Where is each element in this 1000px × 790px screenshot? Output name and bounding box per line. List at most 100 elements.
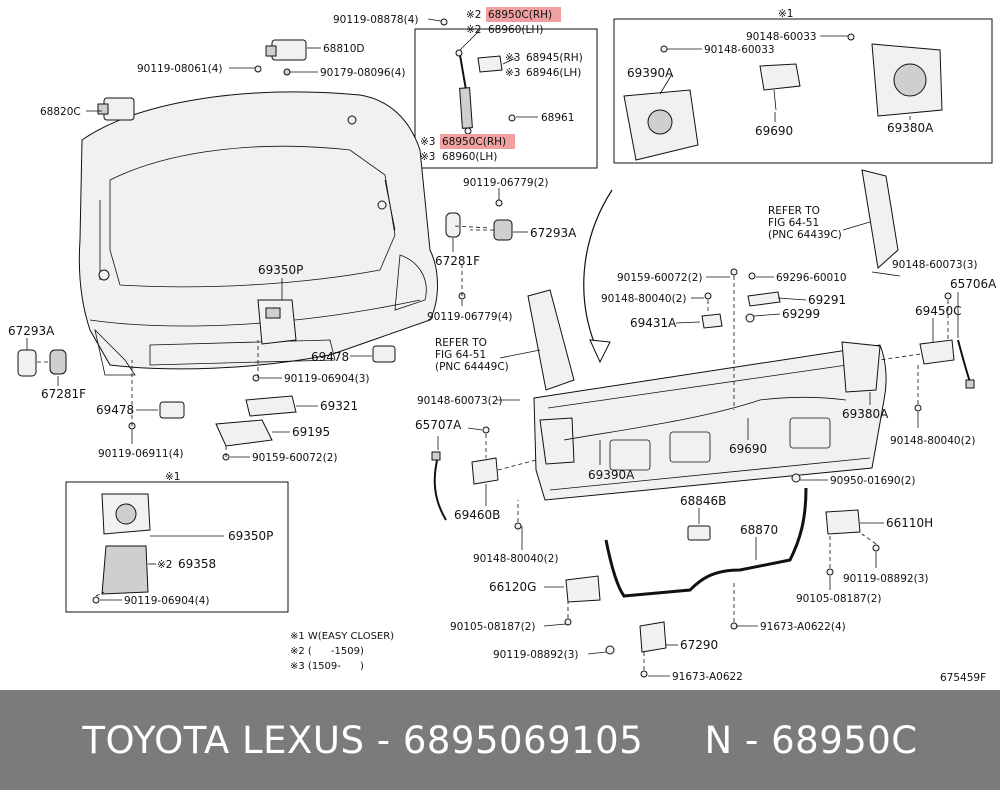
label-67293a-l: 67293A	[8, 324, 55, 338]
label-68950c-bot: 68950C(RH)	[442, 136, 506, 148]
part-number-banner: TOYOTA LEXUS - 6895069105 N - 68950C	[0, 690, 1000, 790]
label-69350p-box: 69350P	[228, 529, 273, 543]
back-door-trim	[533, 344, 887, 501]
label-90119-06779-a: 90119-06779(2)	[463, 177, 548, 189]
closer-69390a-top	[623, 89, 699, 161]
label-66110h: 66110H	[886, 516, 933, 530]
hinge-68810d	[265, 39, 307, 61]
label-69358: 69358	[178, 557, 216, 571]
label-68870: 68870	[740, 523, 778, 537]
highlight-68950c-bot	[440, 134, 515, 149]
harness-68870	[604, 487, 808, 598]
part-number: 6895069105	[402, 718, 644, 762]
trim-cover-left	[527, 289, 575, 391]
label-68950c-top: 68950C(RH)	[488, 9, 552, 21]
label-mark2-box: ※2	[157, 559, 172, 571]
label-90105-08187-a: 90105-08187(2)	[450, 621, 535, 633]
label-68810d: 68810D	[323, 43, 365, 55]
label-mark1-box: ※1	[165, 471, 180, 483]
label-mark2-b: ※2	[466, 24, 481, 36]
label-69690-mid: 69690	[729, 442, 767, 456]
stopper-67281f-left	[49, 349, 67, 375]
bracket-69321	[245, 395, 297, 417]
separator-2: -	[732, 718, 772, 762]
closer-69390a-mid	[539, 417, 575, 465]
striker-69460b	[471, 457, 499, 485]
label-refer1-a: REFER TO	[768, 205, 820, 217]
label-90148-80040-c: 90148-80040(2)	[473, 553, 558, 565]
label-90119-06779-b: 90119-06779(4)	[427, 311, 512, 323]
label-65707a: 65707A	[415, 418, 462, 432]
label-67290: 67290	[680, 638, 718, 652]
clamp-68846b	[687, 525, 711, 541]
label-69380a-mid: 69380A	[842, 407, 889, 421]
label-mark2-a: ※2	[466, 9, 481, 21]
lock-detail-box	[65, 481, 289, 613]
stopper-67281f-right	[445, 212, 461, 238]
label-69450c: 69450C	[915, 304, 962, 318]
label-69321: 69321	[320, 399, 358, 413]
label-91673-a0622-a: 91673-A0622(4)	[760, 621, 846, 633]
label-90119-08892-b: 90119-08892(3)	[493, 649, 578, 661]
cable-69690-top	[759, 63, 801, 111]
label-90159-60072-a: 90159-60072(2)	[252, 452, 337, 464]
label-67293a-r: 67293A	[530, 226, 577, 240]
label-mark1-top: ※1	[778, 8, 793, 20]
label-mark3-b: ※3	[505, 67, 520, 79]
handle-69195	[215, 419, 273, 447]
label-90148-60073-a: 90148-60073(3)	[892, 259, 977, 271]
note-mark2: ※2 ( -1509)	[290, 646, 364, 657]
label-69299: 69299	[782, 307, 820, 321]
label-68961: 68961	[541, 112, 574, 124]
switch-66120g	[565, 575, 601, 603]
note-mark3: ※3 (1509- )	[290, 661, 364, 672]
label-69291: 69291	[808, 293, 846, 307]
label-69431a: 69431A	[630, 316, 677, 330]
wire-65706a	[957, 339, 975, 389]
label-90148-60073-b: 90148-60073(2)	[417, 395, 502, 407]
trim-cover-right	[861, 169, 899, 269]
label-69380a-top: 69380A	[887, 121, 934, 135]
label-69390a-top: 69390A	[627, 66, 674, 80]
parts-diagram: 90119-08878(4) ※2 68950C(RH) ※2 68960(LH…	[8, 7, 997, 684]
label-90119-06904-b: 90119-06904(4)	[124, 595, 209, 607]
cable-69690-mid	[563, 396, 847, 441]
label-69690-top: 69690	[755, 124, 793, 138]
easy-closer-detail-box	[613, 18, 993, 164]
switch-69478-right	[372, 345, 396, 363]
leader-lines	[26, 18, 959, 677]
label-refer2-a: REFER TO	[435, 337, 487, 349]
closer-69380a-top	[871, 43, 943, 117]
label-66120g: 66120G	[489, 580, 536, 594]
label-refer2-c: (PNC 64449C)	[435, 361, 509, 373]
switch-69478-left	[159, 401, 185, 419]
label-69296: 69296-60010	[776, 272, 847, 284]
label-90119-06904-a: 90119-06904(3)	[284, 373, 369, 385]
label-68945: 68945(RH)	[526, 52, 583, 64]
n-label: N	[704, 718, 733, 762]
label-mark3-a: ※3	[505, 52, 520, 64]
label-90148-60033-a: 90148-60033	[746, 31, 817, 43]
label-69478-r: 69478	[311, 350, 349, 364]
label-68946: 68946(LH)	[526, 67, 581, 79]
strut-detail-box	[414, 28, 598, 169]
label-69195: 69195	[292, 425, 330, 439]
label-91673-a0622-b: 91673-A0622	[672, 671, 743, 683]
highlight-68950c-top	[486, 7, 561, 22]
label-90119-06911: 90119-06911(4)	[98, 448, 183, 460]
label-90179-08096: 90179-08096(4)	[320, 67, 405, 79]
lock-69350p	[257, 299, 297, 345]
back-door-panel	[78, 91, 438, 376]
separator: -	[364, 718, 403, 762]
switch-66110h	[825, 509, 861, 535]
label-90119-08892-a: 90119-08892(3)	[843, 573, 928, 585]
bracket-68945	[477, 55, 503, 73]
label-refer2-b: FIG 64-51	[435, 349, 486, 361]
label-69350p: 69350P	[258, 263, 303, 277]
lock-69350p-detail	[101, 493, 151, 535]
striker-69450c	[919, 339, 955, 365]
note-easy-closer: ※1 W(EASY CLOSER)	[290, 631, 394, 642]
bracket-69291	[747, 291, 781, 307]
label-90950: 90950-01690(2)	[830, 475, 915, 487]
label-90159-60072-b: 90159-60072(2)	[617, 272, 702, 284]
